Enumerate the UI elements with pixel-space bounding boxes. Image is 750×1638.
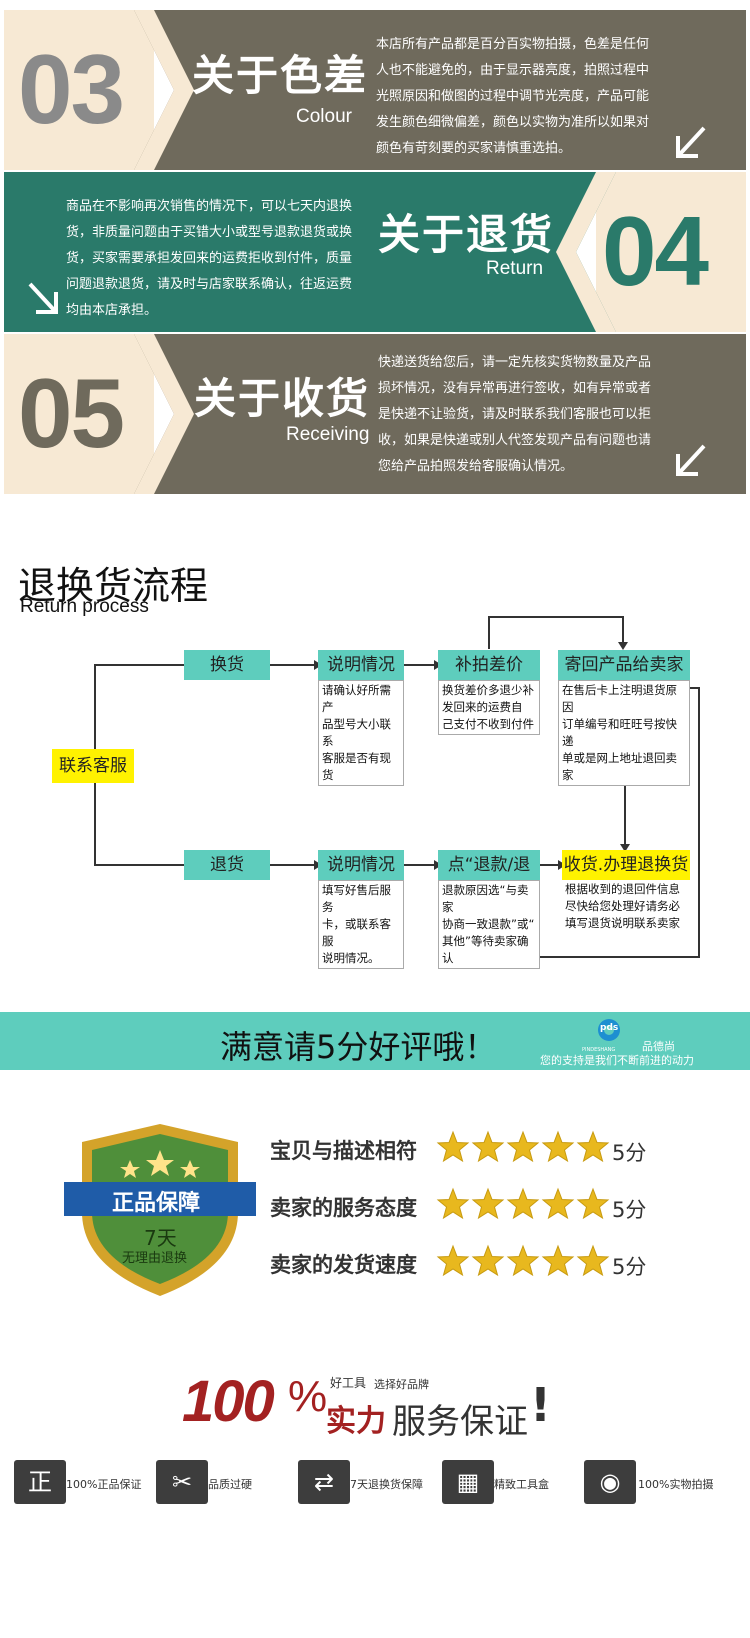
arrow-down-left-icon	[676, 444, 706, 476]
gift-box-icon: ▦	[442, 1460, 494, 1504]
banner-receiving: 05 关于收货 Receiving 快递送货给您后，请一定先核实货物数量及产品 …	[4, 334, 746, 494]
star-icon	[576, 1130, 610, 1163]
review-banner: 满意请5分好评哦！ pds PINDESHANG 品德尚 您的支持是我们不断前进…	[0, 1012, 750, 1070]
exchange-step1-note: 请确认好所需产品型号大小联系客服是否有现货	[318, 680, 404, 786]
star-icon	[436, 1130, 470, 1163]
guarantee-rest: 服务保证	[392, 1402, 528, 1442]
star-icon	[541, 1187, 575, 1220]
banner-text: 商品在不影响再次销售的情况下，可以七天内退换 货，非质量问题由于买错大小或型号退…	[66, 199, 353, 318]
camera-icon: ◉	[584, 1460, 636, 1504]
process-subtitle: Return process	[20, 596, 149, 617]
exchange-icon: ⇄	[298, 1460, 350, 1504]
banner-number: 05	[18, 358, 125, 468]
exchange-step2-box: 补拍差价	[438, 650, 540, 680]
arrow-down-left-icon	[676, 126, 706, 158]
badge-days: 7天	[144, 1226, 177, 1250]
rating-score: 5分	[612, 1141, 647, 1165]
star-icon	[471, 1187, 505, 1220]
badge-sub: 无理由退换	[122, 1251, 188, 1266]
star-icon	[471, 1244, 505, 1277]
feature-label: 品质过硬	[208, 1478, 252, 1491]
exchange-box: 换货	[184, 650, 270, 680]
banner-subtitle: Return	[486, 258, 544, 279]
exchange-step3-note: 在售后卡上注明退货原因订单编号和旺旺号按快递单或是网上地址退回卖家	[558, 680, 690, 786]
star-icon	[506, 1244, 540, 1277]
guarantee-percent: %	[288, 1372, 328, 1421]
banner-subtitle: Colour	[296, 106, 352, 127]
banner-text: 快递送货给您后，请一定先核实货物数量及产品 损坏情况，没有异常再进行签收，如有异…	[378, 355, 652, 474]
banner-return-shape	[4, 172, 616, 332]
tools-icon: ✂	[156, 1460, 208, 1504]
zheng-icon: 正	[14, 1460, 66, 1504]
feature-label: 7天退换货保障	[350, 1478, 423, 1491]
brand-slogan: 您的支持是我们不断前进的动力	[540, 1054, 694, 1067]
rating-label: 卖家的发货速度	[270, 1253, 417, 1277]
feature-label: 精致工具盒	[494, 1478, 549, 1491]
contact-service-box: 联系客服	[52, 749, 134, 783]
badge-title: 正品保障	[112, 1191, 201, 1216]
return-box: 退货	[184, 850, 270, 880]
feature-label: 100%实物拍摄	[638, 1478, 714, 1491]
rating-label: 卖家的服务态度	[270, 1196, 417, 1220]
brand-logo: pds	[586, 1016, 632, 1046]
star-icon	[436, 1244, 470, 1277]
banner-colour: 03 关于色差 Colour 本店所有产品都是百分百实物拍摄，色差是任何 人也不…	[4, 10, 746, 170]
banner-subtitle: Receiving	[286, 424, 370, 445]
guarantee-hundred: 100	[182, 1369, 275, 1434]
banner-number: 03	[18, 34, 125, 144]
banner-text: 本店所有产品都是百分百实物拍摄，色差是任何 人也不能避免的，由于显示器亮度，拍照…	[376, 37, 650, 156]
star-icon	[506, 1187, 540, 1220]
return-step2-box: 点“退款/退货”	[438, 850, 540, 905]
return-step1-note: 填写好售后服务卡，或联系客服说明情况。	[318, 880, 404, 969]
genuine-guarantee-badge	[64, 1124, 256, 1296]
feature-label: 100%正品保证	[66, 1478, 142, 1491]
banner-return: 商品在不影响再次销售的情况下，可以七天内退换 货，非质量问题由于买错大小或型号退…	[4, 172, 746, 332]
banner-title: 关于色差	[192, 51, 369, 100]
arrow-down-right-icon	[28, 282, 58, 314]
banner-title: 关于收货	[194, 374, 371, 423]
rating-label: 宝贝与描述相符	[270, 1139, 417, 1163]
banner-receiving-shape	[134, 334, 746, 494]
guarantee-small-1: 好工具	[330, 1376, 367, 1390]
banner-number: 04	[602, 196, 709, 306]
guarantee-strong: 实力	[326, 1404, 386, 1439]
exchange-step3-box: 寄回产品给卖家	[558, 650, 690, 680]
review-banner-text: 满意请5分好评哦！	[220, 1028, 497, 1066]
rating-score: 5分	[612, 1255, 647, 1279]
rating-score: 5分	[612, 1198, 647, 1222]
return-step1-box: 说明情况	[318, 850, 404, 880]
star-icon	[541, 1130, 575, 1163]
return-step3-note: 根据收到的退回件信息尽快给您处理好请务必填写退货说明联系卖家	[562, 880, 690, 933]
gear-logo-icon	[598, 1019, 620, 1041]
star-icon	[541, 1244, 575, 1277]
guarantee-small-2: 选择好品牌	[374, 1378, 429, 1391]
brand-name: 品德尚	[642, 1040, 675, 1053]
star-icon	[506, 1130, 540, 1163]
return-step2-note: 退款原因选“与卖家协商一致退款”或“其他”等待卖家确认	[438, 880, 540, 969]
return-step3-box: 收货.办理退换货	[562, 850, 690, 880]
star-icon	[471, 1130, 505, 1163]
star-icon	[436, 1187, 470, 1220]
banner-title: 关于退货	[378, 210, 555, 259]
exchange-step2-note: 换货差价多退少补发回来的运费自己支付不收到付件	[438, 680, 540, 735]
star-icon	[576, 1244, 610, 1277]
process-title: 退换货流程	[18, 564, 209, 608]
star-icon	[576, 1187, 610, 1220]
exchange-step1-box: 说明情况	[318, 650, 404, 680]
guarantee-excl: !	[530, 1378, 551, 1432]
banner-colour-shape	[134, 10, 746, 170]
